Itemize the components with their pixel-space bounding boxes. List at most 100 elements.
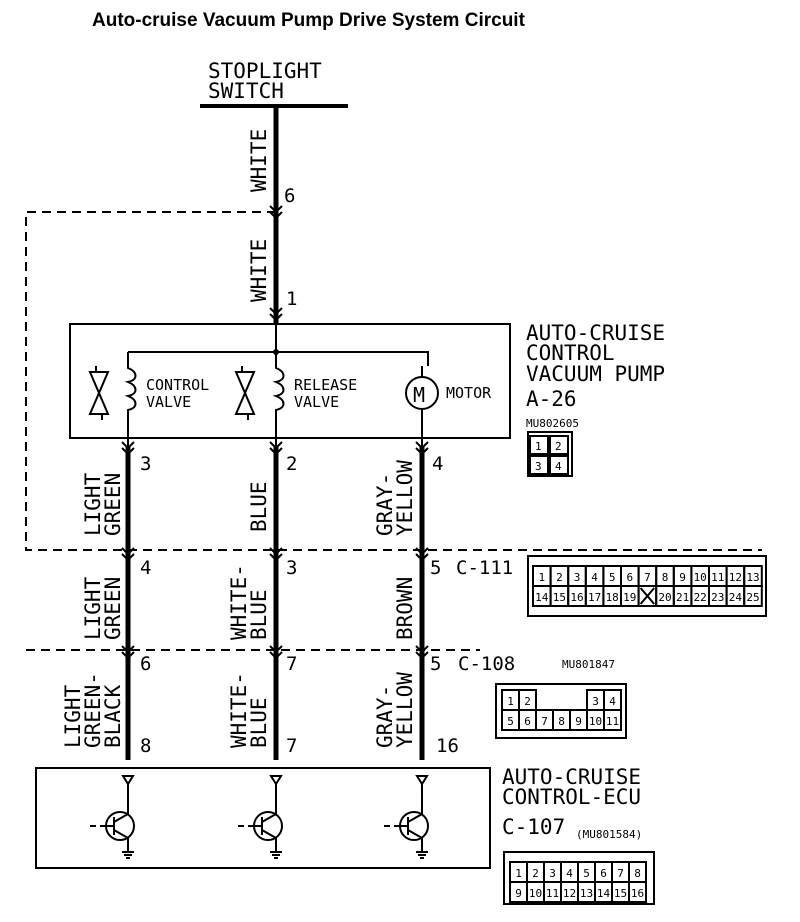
ecu-transistors [90,775,429,859]
connector-pin-number: 1 [515,867,522,880]
connector-pin-number: 11 [606,715,619,728]
release-valve-label-2: VALVE [294,393,339,411]
ecu-name-line1: AUTO-CRUISE [502,765,641,789]
pump-internal-bus [128,351,429,366]
connector-pin-number: 15 [553,591,566,604]
wire-label-right1b: YELLOW [393,460,417,536]
diagram-title: Auto-cruise Vacuum Pump Drive System Cir… [92,10,526,31]
pin-label-l3: 3 [140,453,151,475]
connector-pin-number: 18 [606,591,619,604]
pin-label-r16: 16 [436,735,459,757]
connector-pin-number: 8 [634,867,641,880]
wire-label-mid1: BLUE [247,481,271,532]
connector-pin-number: 20 [658,591,671,604]
connector-pin-number: 10 [589,715,602,728]
transistor-leads [100,784,129,852]
release-valve-symbol-icon [234,366,256,420]
connector-pin-number: 14 [535,591,549,604]
connector-pin-number: 7 [541,715,548,728]
connector-outline [495,683,627,739]
wire-label-white-1: WHITE [247,129,271,192]
connector-blank-cell [639,587,655,605]
vacuum-pump-box [69,323,511,439]
control-valve-symbol-icon [88,366,110,420]
ground-icon [122,851,134,859]
switch-label-line1: STOPLIGHT [208,59,322,83]
connector-pin-number: 3 [592,695,599,708]
connector-marks [121,441,429,660]
svg-text:4: 4 [555,460,562,473]
connector-pin-number: 6 [524,715,531,728]
wire-label-mid3a: WHITE- [227,672,251,748]
wire-label-right2: BROWN [393,577,417,640]
wire-label-left1b: GREEN [101,473,125,536]
pin-label-m3: 3 [286,557,297,579]
connector-pin-number: 23 [711,591,724,604]
wire-label-right3b: YELLOW [393,672,417,748]
ecu-terminal-mark [121,775,135,786]
pin-label-1-top: 1 [286,288,297,310]
wire-label-left3c: BLACK [101,684,125,748]
connector-cell [603,709,622,731]
connector-pin-number: 7 [617,867,624,880]
connector-pin-number: 10 [529,887,542,900]
control-valve-coil [124,352,137,446]
connector-pin-number: 5 [507,715,514,728]
connector-mark-1 [269,307,283,322]
connector-pin-number: 19 [623,591,636,604]
wire-label-left3b: GREEN- [81,672,105,748]
pin-label-r5b: 5 [430,653,441,675]
connector-pin-number: 9 [575,715,582,728]
connector-pin-number: 2 [532,867,539,880]
pin-label-r4: 4 [432,453,443,475]
pump-name-line3: VACUUM PUMP [526,362,665,386]
motor-label: MOTOR [446,384,492,402]
dashed-shield-line [25,211,762,551]
svg-text:3: 3 [535,460,542,473]
connector-pin-number: 11 [711,571,724,584]
motor-symbol: M [413,383,425,407]
ecu-name-line2: CONTROL-ECU [502,785,641,809]
pump-name-line2: CONTROL [526,341,615,365]
connector-pin-number: 3 [574,571,581,584]
connector-pin-number: 16 [570,591,583,604]
switch-label-line2: SWITCH [208,79,284,103]
connector-pin-number: 4 [609,695,616,708]
connector-cell [628,881,647,903]
svg-text:1: 1 [535,440,542,453]
pin-label-m7: 7 [286,653,297,675]
transistor-leads [394,784,423,852]
connector-pin-number: 9 [515,887,522,900]
connector-pin-number: 6 [626,571,633,584]
wire-label-left1a: LIGHT [81,472,105,536]
wire-label-mid2b: BLUE [247,589,271,640]
pump-name-line1: AUTO-CRUISE [526,321,665,345]
connector-pin-number: 17 [588,591,601,604]
connector-pin-number: 25 [746,591,759,604]
connector-pin-number: 12 [729,571,742,584]
wire-label-left2b: GREEN [101,577,125,640]
connector-pin-number: 10 [694,571,707,584]
connector-pin-number: 5 [609,571,616,584]
connector-pin-number: 12 [563,887,576,900]
control-valve-label-2: VALVE [146,393,191,411]
wire-label-mid3b: BLUE [247,697,271,748]
release-valve-label-1: RELEASE [294,376,357,394]
connector-pin-number: 9 [679,571,686,584]
connector-pin-number: 6 [600,867,607,880]
pin-label-m7b: 7 [286,735,297,757]
connector-pin-number: 14 [597,887,611,900]
connector-pin-number: 7 [644,571,651,584]
ecu-code: C-107 [502,815,565,839]
connector-outline [527,555,767,617]
connector-pin-number: 2 [556,571,563,584]
pin-label-m2: 2 [286,453,297,475]
connector-pin-number: 22 [694,591,707,604]
connector-pin-number: 5 [583,867,590,880]
connector-pin-number: 3 [549,867,556,880]
control-valve-label-1: CONTROL [146,376,209,394]
connector-pin-number: 4 [591,571,598,584]
release-valve-coil [272,352,285,446]
